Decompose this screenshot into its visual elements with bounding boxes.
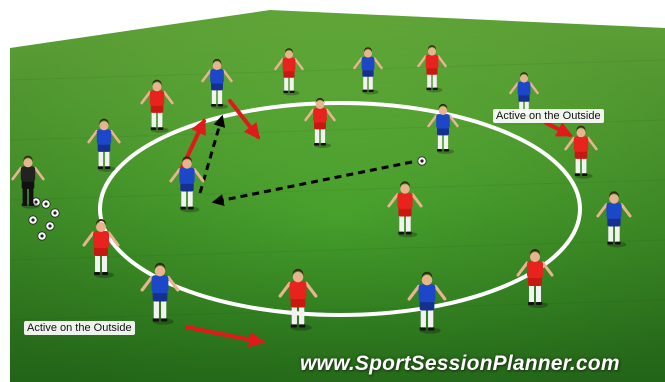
red-player (274, 48, 304, 96)
blue-player (169, 156, 205, 213)
blue-player (140, 262, 180, 325)
center-circle (98, 101, 582, 317)
red-player (417, 45, 447, 93)
ball (417, 156, 427, 166)
watermark: www.SportSessionPlanner.com (300, 352, 620, 375)
ball (45, 221, 55, 231)
ball (50, 208, 60, 218)
blue-player (87, 118, 121, 172)
run-arrow-4 (185, 325, 266, 348)
red-player (304, 97, 336, 149)
ball (28, 215, 38, 225)
run-arrow-3 (544, 121, 573, 137)
red-player (564, 125, 598, 179)
red-player (387, 181, 423, 238)
red-player (278, 268, 318, 331)
blue-player (427, 103, 459, 155)
blue-player (407, 271, 447, 334)
run-arrow-2 (228, 99, 260, 140)
red-player (140, 79, 174, 133)
red-player (516, 249, 554, 308)
label-active-outside-top: Active on the Outside (493, 109, 604, 123)
blue-player (353, 47, 383, 95)
blue-player (596, 191, 632, 248)
blue-player (201, 58, 233, 110)
ball (41, 199, 51, 209)
coach (11, 155, 45, 209)
red-player (82, 219, 120, 278)
pass-arrow-2 (211, 160, 413, 206)
ball (37, 231, 47, 241)
label-active-outside-bottom: Active on the Outside (24, 321, 135, 335)
players (11, 45, 632, 334)
